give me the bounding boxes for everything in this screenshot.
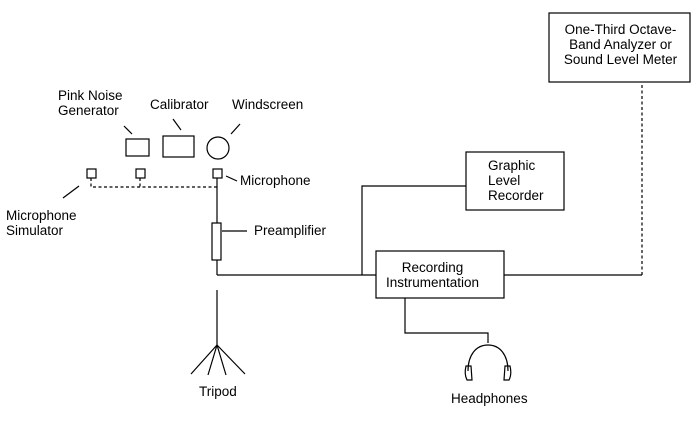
- headphones-icon: [464, 344, 512, 381]
- pink-noise-generator-label: Pink Noise Generator: [58, 88, 123, 118]
- calibrator-label: Calibrator: [150, 97, 209, 112]
- generator-square: [135, 168, 146, 179]
- dashed-connection: [90, 178, 218, 188]
- headphones-label: Headphones: [451, 391, 528, 406]
- graphic-level-recorder-label: Graphic Level Recorder: [488, 158, 544, 203]
- calibrator-leader: [172, 118, 182, 131]
- calibrator-box: [162, 135, 195, 158]
- tripod-icon: [190, 290, 246, 376]
- simulator-leader: [62, 185, 80, 199]
- analyzer-box: [548, 12, 691, 83]
- recorder-branch: [361, 185, 466, 275]
- graphic-level-recorder-box: [465, 151, 565, 211]
- microphone-label: Microphone: [240, 173, 311, 188]
- microphone-leader: [225, 175, 238, 182]
- microphone-simulator-label: Microphone Simulator: [6, 208, 77, 238]
- windscreen-leader: [230, 123, 241, 135]
- pink-noise-generator-box: [125, 138, 150, 157]
- windscreen-circle: [206, 136, 230, 160]
- preamplifier-body: [211, 222, 222, 261]
- windscreen-label: Windscreen: [232, 97, 304, 112]
- headphone-cable: [404, 298, 489, 343]
- microphone-square: [212, 168, 223, 179]
- preamplifier-label: Preamplifier: [254, 223, 327, 238]
- recording-instrumentation-label: Recording Instrumentation: [386, 260, 480, 290]
- analyzer-label: One-Third Octave- Band Analyzer or Sound…: [563, 22, 678, 67]
- pink-noise-leader: [123, 125, 133, 135]
- tripod-label: Tripod: [199, 384, 237, 399]
- simulator-square: [86, 168, 97, 179]
